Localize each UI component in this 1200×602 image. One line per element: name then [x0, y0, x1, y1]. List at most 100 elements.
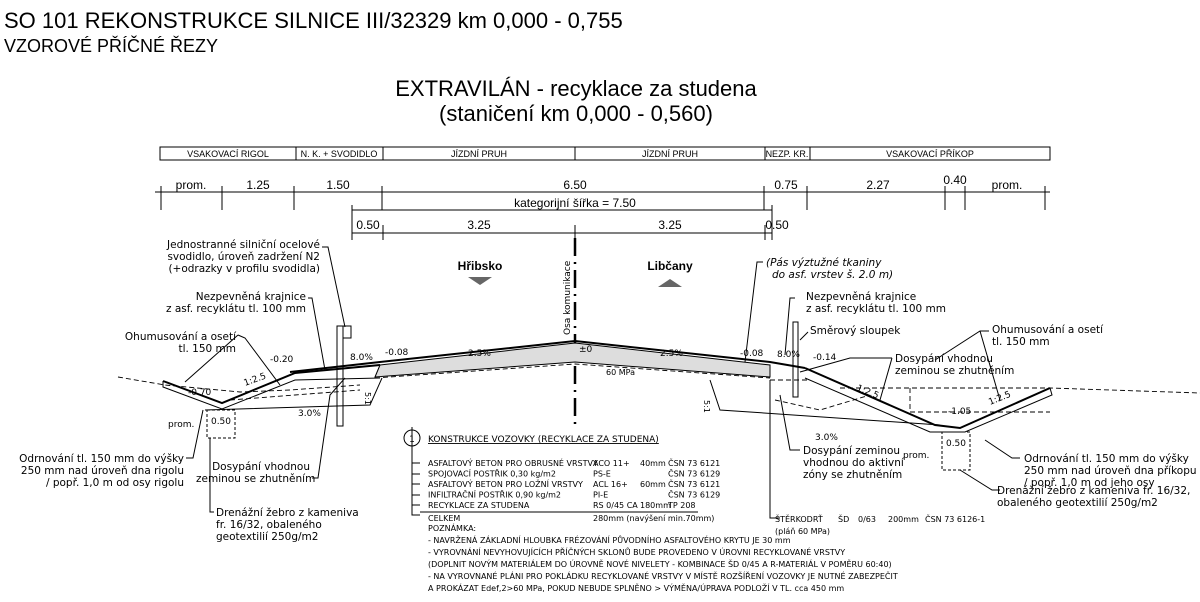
svg-text:Odrnování tl. 150 mm do výšky: Odrnování tl. 150 mm do výšky — [1024, 453, 1189, 465]
dim-label: 0.75 — [774, 178, 798, 192]
level-label: -0.20 — [270, 355, 294, 365]
construction-cell: TP 208 — [667, 501, 696, 510]
construction-cell: PI-E — [593, 491, 608, 500]
dim-label: 3.25 — [658, 218, 682, 232]
level-label: -0.08 — [740, 349, 764, 359]
construction-cell: 60mm — [640, 480, 666, 489]
svg-text:z asf. recyklátu tl. 100 mm: z asf. recyklátu tl. 100 mm — [166, 303, 306, 315]
svg-text:zeminou se zhutněním: zeminou se zhutněním — [196, 473, 315, 485]
direction-down-icon — [468, 277, 492, 285]
category-width: kategorijní šířka = 7.50 — [514, 196, 636, 210]
construction-cell: ČSN 73 6121 — [668, 457, 720, 468]
direction-right-label: Libčany — [647, 259, 693, 273]
svg-text:250 mm nad úroveň dna příkopu: 250 mm nad úroveň dna příkopu — [1024, 465, 1197, 477]
drawing-subtitle: VZOROVÉ PŘÍČNÉ ŘEZY — [4, 35, 218, 56]
svg-text:z asf. recyklátu tl. 100 mm: z asf. recyklátu tl. 100 mm — [806, 303, 946, 315]
zone-band: VSAKOVACÍ RIGOL N. K. + SVODIDLO JÍZDNÍ … — [159, 146, 1051, 161]
dim-label: 0.50 — [765, 218, 789, 232]
annotation-shoulder-left: Nezpevněná krajnice z asf. recyklátu tl.… — [166, 291, 306, 315]
slope-label: 8.0% — [350, 353, 373, 363]
svg-text:(pláň 60 MPa): (pláň 60 MPa) — [775, 526, 830, 536]
notes: - NAVRŽENÁ ZÁKLADNÍ HLOUBKA FRÉZOVÁNÍ PŮ… — [428, 534, 898, 593]
bearing-label: 60 MPa — [606, 368, 635, 377]
annotation-humus-right: Ohumusování a osetí tl. 150 mm — [992, 324, 1104, 348]
dim-label: 6.50 — [563, 178, 587, 192]
annotation-drain-left: Drenážní žebro z kameniva fr. 16/32, oba… — [216, 507, 359, 543]
gravel-layer-spec: ŠTĚRKODRŤ ŠD 0/63 200mm ČSN 73 6126-1 (p… — [775, 513, 985, 536]
construction-cell: ČSN 73 6129 — [668, 489, 720, 500]
band-label: JÍZDNÍ PRUH — [451, 149, 507, 159]
level-label: ±0 — [579, 345, 593, 355]
section-title: EXTRAVILÁN - recyklace za studena — [395, 76, 757, 101]
construction-cell: PS-E — [593, 470, 611, 479]
drain-width: 0.50 — [211, 417, 231, 427]
annotation-fabric: (Pás výztužné tkaniny do asf. vrstev š. … — [766, 257, 893, 281]
annotation-fill-left: Dosypání vhodnou zeminou se zhutněním — [196, 461, 315, 485]
note-label: POZNÁMKA: — [428, 522, 476, 533]
dim-label: 2.27 — [866, 178, 890, 192]
level-label: -0.14 — [813, 353, 837, 363]
construction-cell: ČSN 73 6129 — [668, 468, 720, 479]
construction-cell: RS 0/45 CA — [593, 501, 638, 510]
slope-label: 2.5% — [660, 349, 683, 359]
dim-label: 3.25 — [467, 218, 491, 232]
total-value: 280mm (navýšení min.70mm) — [593, 513, 714, 523]
band-label: VSAKOVACÍ PŘÍKOP — [886, 149, 974, 159]
svg-text:Drenážní žebro z kameniva: Drenážní žebro z kameniva — [216, 507, 359, 519]
level-label: prom. — [903, 451, 929, 461]
band-label: VSAKOVACÍ RIGOL — [187, 149, 269, 159]
level-label: prom. — [168, 420, 194, 430]
drawing-title: SO 101 REKONSTRUKCE SILNICE III/32329 km… — [4, 8, 623, 33]
construction-cell: ASFALTOVÝ BETON PRO OBRUSNÉ VRSTVY — [428, 457, 598, 468]
annotation-humus-left: Ohumusování a osetí tl. 150 mm — [125, 331, 237, 355]
construction-cell: ASFALTOVÝ BETON PRO LOŽNÍ VRSTVY — [428, 478, 583, 489]
dim-label: 1.50 — [326, 178, 350, 192]
pavement: 60 MPa — [289, 339, 806, 379]
left-side: 0.50 -0.70 -0.20 1:2.5 8.0% -0.08 2.5% 3… — [117, 325, 593, 439]
note-line: - VYROVNÁNÍ NEVYHOVUJÍCÍCH PŘÍČNÝCH SKLO… — [428, 546, 845, 557]
band-label: JÍZDNÍ PRUH — [642, 149, 698, 159]
svg-text:Dosypání zeminou: Dosypání zeminou — [803, 445, 900, 457]
svg-text:Odrnování tl. 150 mm do výšky: Odrnování tl. 150 mm do výšky — [19, 453, 184, 465]
slope-label: 3.0% — [815, 433, 838, 443]
svg-text:vhodnou do aktivní: vhodnou do aktivní — [803, 457, 905, 469]
svg-text:200mm: 200mm — [888, 515, 919, 524]
note-line: (DOPLNIT NOVÝM MATERIÁLEM DO ÚROVNĚ NOVÉ… — [428, 558, 892, 569]
side-ratio: 5:1 — [702, 400, 711, 413]
svg-text:tl. 150 mm: tl. 150 mm — [178, 343, 236, 355]
section-range: (staničení km 0,000 - 0,560) — [439, 101, 713, 126]
annotation-fill-active: Dosypání zeminou vhodnou do aktivní zóny… — [803, 445, 905, 481]
note-line: - NA VYROVNANÉ PLÁNI PRO POKLÁDKU RECYKL… — [428, 570, 898, 581]
annotation-strip-right: Odrnování tl. 150 mm do výšky 250 mm nad… — [1024, 453, 1197, 489]
annotation-shoulder-right: Nezpevněná krajnice z asf. recyklátu tl.… — [806, 291, 946, 315]
svg-text:obaleného geotextilií 250g/m2: obaleného geotextilií 250g/m2 — [997, 497, 1158, 509]
slope-ratio: 1:2.5 — [855, 384, 880, 402]
slope-label: 8.0% — [777, 350, 800, 360]
construction-cell: 40mm — [640, 459, 666, 468]
leader-lines — [184, 246, 1020, 519]
svg-text:do asf. vrstev š. 2.0 m): do asf. vrstev š. 2.0 m) — [772, 269, 893, 281]
svg-text:0/63: 0/63 — [858, 515, 876, 524]
construction-cell: SPOJOVACÍ POSTŘIK 0,30 kg/m2 — [428, 468, 556, 479]
band-label: NEZP. KR. — [766, 149, 809, 159]
annotation-drain-right: Drenážní žebro z kameniva fr. 16/32, oba… — [997, 485, 1190, 509]
svg-text:Ohumusování a osetí: Ohumusování a osetí — [125, 331, 237, 343]
svg-text:(Pás výztužné tkaniny: (Pás výztužné tkaniny — [766, 257, 882, 269]
svg-text:Dosypání vhodnou: Dosypání vhodnou — [212, 461, 310, 473]
svg-text:Ohumusování a osetí: Ohumusování a osetí — [992, 324, 1104, 336]
svg-text:Drenážní žebro z kameniva fr.: Drenážní žebro z kameniva fr. 16/32, — [997, 485, 1190, 497]
total-label: CELKEM — [428, 514, 460, 523]
level-label: -1.05 — [948, 407, 971, 417]
construction-title: KONSTRUKCE VOZOVKY (RECYKLACE ZA STUDENA… — [428, 435, 659, 445]
svg-text:zóny se zhutněním: zóny se zhutněním — [803, 469, 902, 481]
slope-label: 3.0% — [298, 409, 321, 419]
annotation-strip-left: Odrnování tl. 150 mm do výšky 250 mm nad… — [19, 453, 184, 489]
svg-text:fr. 16/32, obaleného: fr. 16/32, obaleného — [216, 519, 322, 531]
drain-width: 0.50 — [946, 439, 966, 449]
construction-marker: 1 — [409, 435, 415, 445]
dim-label: 1.25 — [246, 178, 270, 192]
svg-text:Nezpevněná krajnice: Nezpevněná krajnice — [196, 291, 306, 303]
annotation-guardrail: Jednostranné silniční ocelové svodidlo, … — [166, 239, 320, 275]
construction-cell: RECYKLACE ZA STUDENA — [428, 501, 530, 510]
